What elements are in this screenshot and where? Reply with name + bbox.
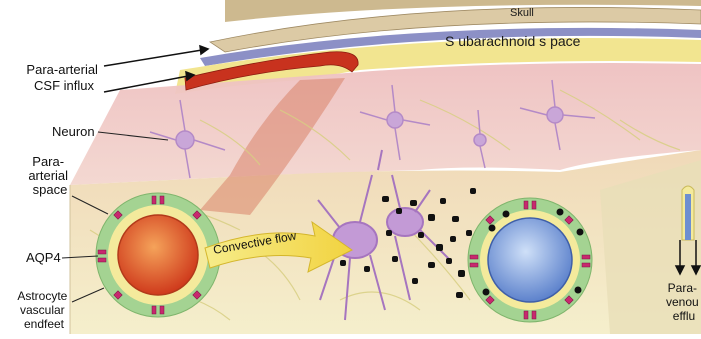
aqp4-label: AQP4: [26, 250, 61, 265]
vein-lumen: [488, 218, 572, 302]
para-arterial-space-line-2: arterial: [28, 168, 68, 183]
endfeet-line-3: endfeet: [24, 317, 65, 331]
artery-lumen: [118, 215, 198, 295]
vein-cross-section: [468, 198, 592, 322]
subarachnoid-space-label: S ubarachnoid s pace: [445, 33, 581, 49]
endfeet-line-1: Astrocyte: [17, 289, 67, 303]
para-arterial-space-label: Para- arterial space: [28, 154, 71, 197]
neuron-label: Neuron: [52, 124, 95, 139]
efflux-line-1: Para-: [668, 281, 697, 295]
artery-cross-section: [96, 193, 220, 317]
skull-label: Skull: [510, 7, 534, 19]
csf-influx-line-2: CSF influx: [34, 78, 94, 93]
neuron-cell: [547, 107, 563, 123]
efflux-line-2: venou: [666, 295, 699, 309]
para-venous-efflux-vessel: [682, 186, 694, 240]
astrocyte-vascular-endfeet-label: Astrocyte vascular endfeet: [17, 289, 70, 331]
csf-influx-line-1: Para-arterial: [26, 62, 98, 77]
efflux-line-3: efflu: [673, 309, 695, 323]
neuron-cell: [387, 112, 403, 128]
para-arterial-space-line-1: Para-: [32, 154, 64, 169]
neuron-cell: [474, 134, 486, 146]
neuron-cell: [176, 131, 194, 149]
para-arterial-space-line-3: space: [33, 182, 68, 197]
para-arterial-csf-influx-label: Para-arterial CSF influx: [26, 62, 101, 93]
endfeet-line-2: vascular: [20, 303, 65, 317]
